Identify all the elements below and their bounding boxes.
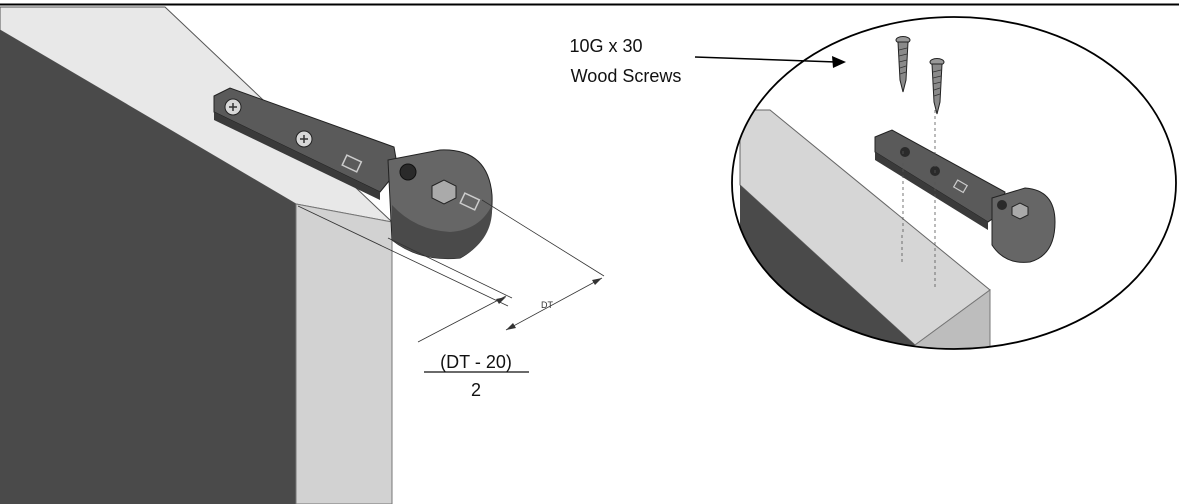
brand-logo-mark [459,192,481,211]
door-face [0,30,296,504]
extension-line [481,199,605,277]
detail-circle-outline [731,16,1177,350]
dt-dimension-line [505,277,603,331]
hinge-plate-edge [214,112,380,200]
brand-logo-mark [952,179,969,194]
door-edge [295,203,393,504]
callout-leader-line [694,56,837,63]
pivot-bolt [431,179,457,205]
extension-line [387,237,513,299]
dt-label: DT [541,300,553,310]
arrowhead [592,278,602,285]
screw-slot [229,103,237,111]
door-panel [0,6,394,504]
offset-formula-numerator: (DT - 20) [440,352,512,372]
callout-screw-type: Wood Screws [571,66,682,86]
wood-screw [895,36,911,93]
extension-line [297,205,509,307]
detail-door-edge [914,289,991,349]
pivot-hole [399,163,417,181]
brand-logo-mark [341,154,363,173]
wood-screw [929,58,945,115]
callout-screw-size: 10G x 30 [569,36,642,56]
screw-hole [900,147,910,157]
offset-dimension-line [417,295,507,343]
arrowhead [506,323,516,330]
pivot-hinge [213,87,493,260]
pivot-hole [997,200,1007,210]
detail-pivot-body [991,187,1056,263]
dimension-lines [297,199,605,343]
offset-formula-denominator: 2 [471,380,481,400]
pivot-body-side [392,205,493,259]
screw-slot [300,135,308,143]
arrowhead [496,297,506,304]
pivot-bolt [1011,202,1029,220]
callout-arrowhead [832,56,846,68]
dimension-arrows [496,278,602,330]
